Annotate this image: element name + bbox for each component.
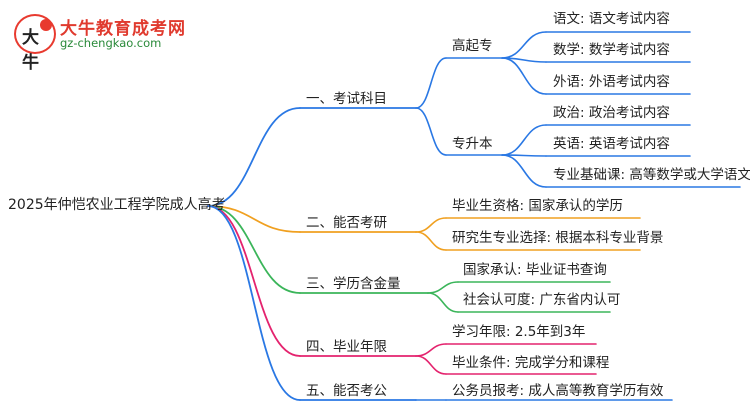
root-topic: 2025年仲恺农业工程学院成人高考 — [8, 197, 226, 213]
branch-1-sub-1-leaf-1: 语文: 语文考试内容 — [553, 11, 670, 27]
branch-3-leaf-2: 社会认可度: 广东省内认可 — [463, 292, 621, 308]
branch-2-leaf-1-connector — [415, 217, 447, 233]
branch-5-connector — [207, 205, 301, 401]
branch-4-connector — [207, 205, 301, 357]
branch-2-leaf-2-connector — [415, 231, 447, 251]
branch-1-sub-2-leaf-3-connector — [501, 154, 547, 188]
branch-1-sub-1-leaf-2: 数学: 数学考试内容 — [553, 42, 670, 58]
branch-1-sub-1-leaf-1-connector — [501, 31, 547, 59]
branch-1-sub-1-connector — [415, 57, 447, 109]
branch-1-sub-2-leaf-3: 专业基础课: 高等数学或大学语文等 — [553, 167, 750, 183]
branch-5-leaf-1: 公务员报考: 成人高等教育学历有效 — [452, 383, 664, 399]
branch-4-leaf-1: 学习年限: 2.5年到3年 — [452, 324, 586, 340]
branch-1-sub-2-connector — [415, 107, 447, 156]
branch-4-label: 四、毕业年限 — [306, 339, 387, 355]
branch-3-leaf-1: 国家承认: 毕业证书查询 — [463, 262, 607, 278]
branch-1-sub-2-leaf-1: 政治: 政治考试内容 — [553, 105, 670, 121]
branch-2-label: 二、能否考研 — [306, 215, 387, 231]
branch-1-sub-1-leaf-3: 外语: 外语考试内容 — [553, 74, 670, 90]
branch-5-label: 五、能否考公 — [306, 383, 387, 399]
logo-title: 大牛教育成考网 — [60, 19, 186, 39]
branch-3-leaf-2-connector — [427, 292, 459, 313]
branch-3-connector — [207, 205, 301, 294]
branch-2-connector — [207, 205, 301, 233]
branch-4-leaf-2: 毕业条件: 完成学分和课程 — [452, 355, 610, 371]
branch-1-sub-2-leaf-2: 英语: 英语考试内容 — [553, 136, 670, 152]
branch-1-sub-1-label: 高起专 — [452, 38, 493, 54]
branch-1-sub-2-leaf-1-connector — [501, 124, 547, 156]
branch-1-sub-1-leaf-3-connector — [501, 57, 547, 95]
branch-1-label: 一、考试科目 — [306, 91, 387, 107]
branch-2-leaf-1: 毕业生资格: 国家承认的学历 — [452, 198, 623, 214]
branch-1-connector — [207, 107, 301, 207]
logo-mark-text: 大牛 — [22, 28, 39, 73]
branch-2-leaf-2: 研究生专业选择: 根据本科专业背景 — [452, 230, 664, 246]
branch-4-leaf-2-connector — [415, 355, 447, 375]
logo-dot-icon — [40, 19, 52, 31]
branch-3-leaf-1-connector — [427, 281, 459, 294]
branch-1-sub-2-label: 专升本 — [452, 136, 493, 152]
logo-mark-icon: 大牛 — [14, 14, 56, 73]
branch-3-label: 三、学历含金量 — [306, 276, 401, 292]
logo-url: gz-chengkao.com — [60, 36, 162, 50]
branch-4-leaf-1-connector — [415, 343, 447, 357]
site-logo: 大牛 大牛教育成考网 gz-chengkao.com — [14, 12, 214, 73]
